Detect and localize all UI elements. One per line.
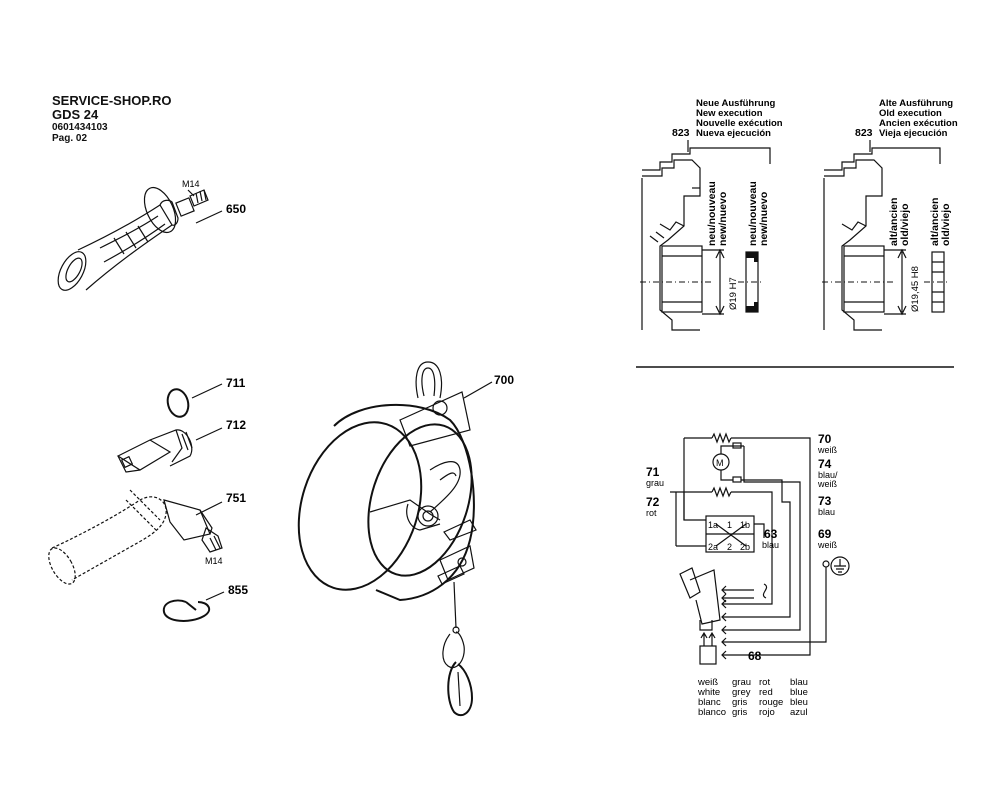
model-name: GDS 24	[52, 107, 99, 122]
legend-grey-de: grau	[732, 677, 751, 688]
legend-red-es: rojo	[759, 707, 775, 718]
wire-color-70: weiß	[817, 445, 838, 455]
wire-label-68: 68	[748, 649, 762, 663]
switch-terminal-1a: 1a	[708, 520, 718, 530]
detail-old-execution: Alte Ausführung Old execution Ancien exé…	[822, 98, 958, 331]
part-label-650: 650	[226, 202, 246, 216]
old-label-b-line-1: alt/ancien	[929, 198, 941, 246]
new-exec-ref-823: 823	[672, 127, 690, 139]
switch-terminal-1b: 1b	[740, 520, 750, 530]
legend-blue-en: blue	[790, 687, 808, 698]
old-label-b-line-2: old/viejo	[940, 203, 952, 246]
wire-color-74-a: blau/	[818, 470, 838, 480]
wire-label-72: 72	[646, 495, 660, 509]
old-label-a-line-1: alt/ancien	[888, 198, 900, 246]
new-diameter-label: Ø19 H7	[728, 277, 739, 310]
wire-color-74-b: weiß	[817, 479, 838, 489]
circlip-855-drawing	[162, 591, 225, 622]
old-label-a-line-2: old/viejo	[899, 203, 911, 246]
switch-terminal-1: 1	[727, 520, 732, 530]
part-label-711: 711	[226, 376, 246, 390]
new-label-b-line-1: neu/nouveau	[747, 181, 759, 246]
auxiliary-handle-drawing	[57, 186, 223, 291]
wire-label-70: 70	[818, 432, 832, 446]
detail-new-execution: Neue Ausführung New execution Nouvelle e…	[640, 98, 783, 331]
legend-blue-es: azul	[790, 707, 807, 718]
new-exec-line-3: Nouvelle exécution	[696, 118, 783, 129]
new-label-a-line-1: neu/nouveau	[706, 181, 718, 246]
old-diameter-label: Ø19,45 H8	[910, 266, 921, 312]
new-exec-line-1: Neue Ausführung	[696, 98, 776, 109]
legend-white-en: white	[697, 687, 720, 698]
new-label-b-line-2: new/nuevo	[758, 192, 770, 246]
new-exec-line-2: New execution	[696, 108, 763, 119]
adapter-712-drawing	[116, 427, 223, 473]
handle-751-drawing	[48, 489, 223, 585]
wire-label-73: 73	[818, 494, 832, 508]
header-block: SERVICE-SHOP.RO GDS 24 0601434103 Pag. 0…	[52, 93, 172, 145]
legend-red-fr: rouge	[759, 697, 783, 708]
wire-color-71: grau	[646, 478, 664, 488]
legend-blue-fr: bleu	[790, 697, 808, 708]
wire-label-74: 74	[818, 457, 832, 471]
thread-label-m14-top: M14	[182, 179, 200, 189]
wire-color-73: blau	[818, 507, 835, 517]
switch-terminal-2b: 2b	[740, 542, 750, 552]
legend-white-fr: blanc	[698, 697, 721, 708]
legend-grey-fr: gris	[732, 697, 748, 708]
switch-terminal-2: 2	[727, 542, 732, 552]
old-exec-ref-823: 823	[855, 127, 873, 139]
part-label-855: 855	[228, 583, 248, 597]
part-label-751: 751	[226, 491, 246, 505]
legend-white-de: weiß	[697, 677, 718, 688]
legend-grey-es: gris	[732, 707, 748, 718]
legend-red-en: red	[759, 687, 773, 698]
old-exec-line-1: Alte Ausführung	[879, 98, 953, 109]
part-number: 0601434103	[52, 122, 108, 133]
wire-color-63: blau	[762, 540, 779, 550]
legend-blue-de: blau	[790, 677, 808, 688]
legend-white-es: blanco	[698, 707, 726, 718]
tool-balancer-700-drawing	[297, 361, 493, 717]
old-exec-line-2: Old execution	[879, 108, 942, 119]
shop-name: SERVICE-SHOP.RO	[52, 93, 172, 108]
thread-label-m14-bottom: M14	[205, 556, 223, 566]
wire-color-72: rot	[646, 508, 657, 518]
old-exec-line-4: Vieja ejecución	[879, 128, 948, 139]
legend-grey-en: grey	[732, 687, 751, 698]
motor-symbol: M	[716, 458, 724, 468]
part-label-712: 712	[226, 418, 246, 432]
new-label-a-line-2: new/nuevo	[717, 192, 729, 246]
legend-red-de: rot	[759, 677, 770, 688]
page-number: Pag. 02	[52, 133, 88, 144]
part-label-700: 700	[494, 373, 514, 387]
old-exec-line-3: Ancien exécution	[879, 118, 958, 129]
wire-label-63: 63	[764, 527, 778, 541]
new-exec-line-4: Nueva ejecución	[696, 128, 771, 139]
wire-color-69: weiß	[817, 540, 838, 550]
wiring-diagram: M 1a 1 1b 2a 2 2b	[670, 432, 850, 665]
wire-label-69: 69	[818, 527, 832, 541]
wire-label-71: 71	[646, 465, 660, 479]
color-legend: weiß white blanc blanco grau grey gris g…	[697, 677, 808, 718]
o-ring-711-drawing	[166, 388, 190, 418]
switch-terminal-2a: 2a	[708, 542, 718, 552]
